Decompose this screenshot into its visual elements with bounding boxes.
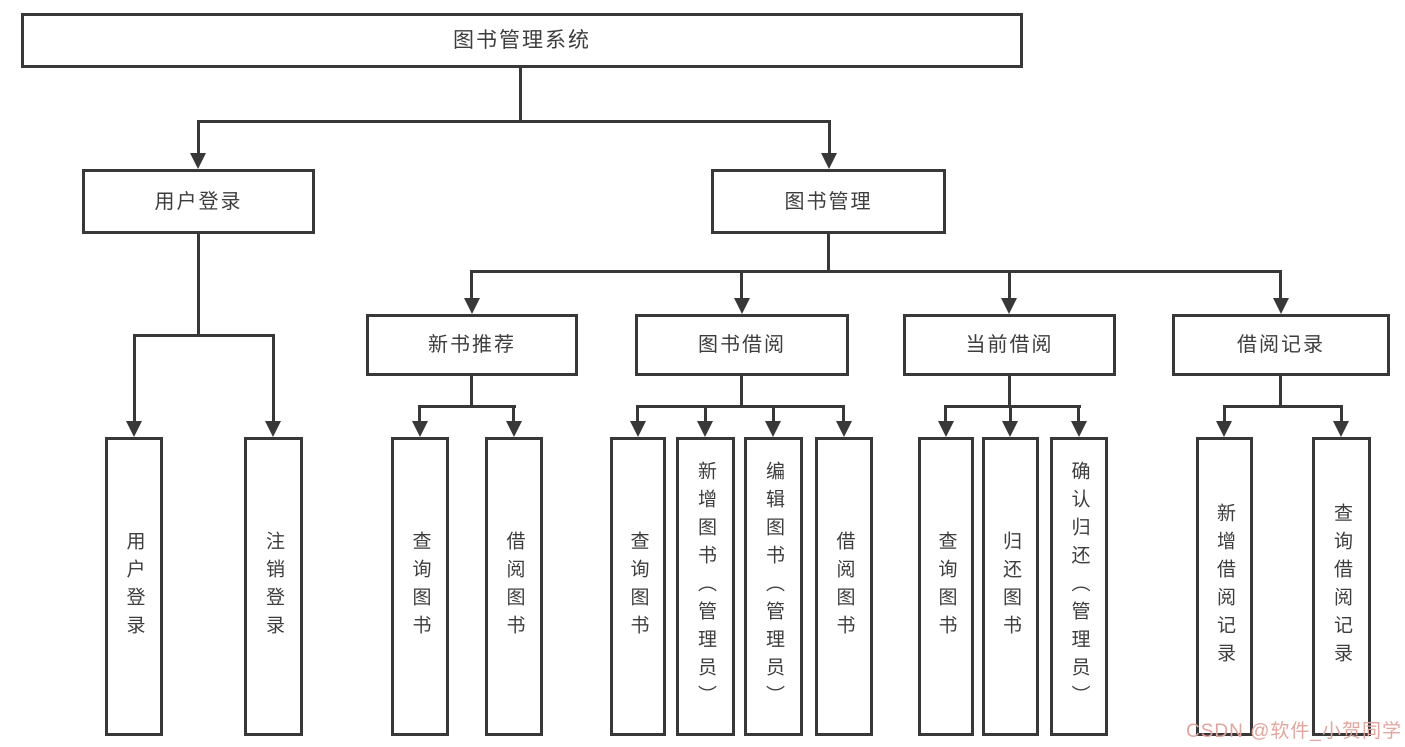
- connector: [272, 334, 275, 424]
- leaf-label: 查询图书: [409, 530, 431, 643]
- arrowhead: [630, 421, 646, 437]
- arrowhead: [506, 421, 522, 437]
- connector: [1223, 405, 1343, 408]
- connector: [1008, 376, 1011, 408]
- leaf-return-book: 归还图书: [982, 437, 1039, 736]
- arrowhead: [765, 421, 781, 437]
- leaf-borrow-book: 借阅图书: [815, 437, 873, 736]
- connector: [512, 405, 515, 424]
- connector: [470, 376, 473, 408]
- leaf-label: 借阅图书: [503, 530, 525, 643]
- leaf-label: 归还图书: [1000, 530, 1021, 643]
- arrowhead: [1002, 421, 1018, 437]
- node-label: 图书借阅: [698, 334, 786, 356]
- connector: [1008, 270, 1011, 300]
- leaf-query-book-recommend: 查询图书: [391, 437, 449, 736]
- node-book-borrow: 图书借阅: [635, 314, 849, 376]
- connector: [828, 120, 831, 154]
- arrowhead: [821, 153, 837, 169]
- csdn-watermark: CSDN @软件_小贺同学: [1186, 721, 1402, 742]
- connector: [1279, 376, 1282, 408]
- arrowhead: [1001, 298, 1017, 314]
- connector: [418, 405, 516, 408]
- connector: [842, 405, 845, 424]
- connector: [470, 270, 473, 300]
- connector: [944, 405, 947, 424]
- connector: [740, 270, 743, 300]
- arrowhead: [836, 421, 852, 437]
- connector: [704, 405, 707, 424]
- leaf-logout: 注销登录: [244, 437, 303, 736]
- node-label: 当前借阅: [965, 334, 1054, 356]
- arrowhead: [1071, 421, 1087, 437]
- connector: [133, 334, 136, 424]
- leaf-label: 查询图书: [935, 530, 957, 643]
- connector: [197, 120, 200, 154]
- leaf-label: 借阅图书: [833, 530, 855, 643]
- arrowhead: [265, 421, 281, 437]
- leaf-label: 新增图书（管理员）: [695, 460, 716, 713]
- node-library-system: 图书管理系统: [21, 13, 1023, 68]
- leaf-borrow-book-recommend: 借阅图书: [485, 437, 543, 736]
- node-new-book-recommend: 新书推荐: [366, 314, 578, 376]
- arrowhead: [190, 153, 206, 169]
- leaf-label: 确认归还（管理员）: [1068, 460, 1090, 713]
- arrowhead: [1273, 298, 1289, 314]
- arrowhead: [464, 298, 480, 314]
- connector: [1279, 270, 1282, 300]
- connector: [133, 334, 274, 337]
- connector: [827, 234, 830, 273]
- arrowhead: [126, 421, 142, 437]
- leaf-user-login: 用户登录: [105, 437, 163, 736]
- leaf-label: 查询借阅记录: [1331, 502, 1352, 671]
- arrowhead: [1216, 421, 1232, 437]
- leaf-confirm-return-admin: 确认归还（管理员）: [1050, 437, 1108, 736]
- connector: [740, 376, 743, 408]
- leaf-edit-book-admin: 编辑图书（管理员）: [744, 437, 803, 736]
- arrowhead: [938, 421, 954, 437]
- node-label: 图书管理系统: [453, 29, 591, 52]
- connector: [636, 405, 639, 424]
- leaf-query-borrow-record: 查询借阅记录: [1312, 437, 1371, 736]
- leaf-label: 用户登录: [123, 530, 145, 643]
- connector: [1223, 405, 1226, 424]
- node-label: 借阅记录: [1237, 334, 1325, 356]
- leaf-add-book-admin: 新增图书（管理员）: [676, 437, 735, 736]
- node-book-management: 图书管理: [711, 169, 946, 234]
- connector: [418, 405, 421, 424]
- node-label: 用户登录: [154, 190, 243, 213]
- connector: [470, 270, 1282, 273]
- connector: [772, 405, 775, 424]
- connector: [197, 234, 200, 337]
- connector: [1009, 405, 1012, 424]
- connector: [636, 405, 845, 408]
- node-user-login: 用户登录: [82, 169, 315, 234]
- node-current-borrow: 当前借阅: [903, 314, 1116, 376]
- connector: [944, 405, 1081, 408]
- leaf-label: 新增借阅记录: [1214, 502, 1235, 671]
- leaf-label: 查询图书: [627, 530, 649, 643]
- connector: [1077, 405, 1080, 424]
- connector: [197, 120, 831, 123]
- arrowhead: [734, 298, 750, 314]
- leaf-query-book-current: 查询图书: [918, 437, 974, 736]
- connector: [519, 68, 522, 122]
- arrowhead: [697, 421, 713, 437]
- node-label: 新书推荐: [428, 334, 516, 356]
- leaf-label: 注销登录: [263, 530, 284, 643]
- node-label: 图书管理: [784, 190, 873, 213]
- leaf-label: 编辑图书（管理员）: [763, 460, 784, 713]
- node-borrow-record: 借阅记录: [1172, 314, 1390, 376]
- leaf-add-borrow-record: 新增借阅记录: [1196, 437, 1253, 736]
- arrowhead: [1333, 421, 1349, 437]
- connector: [1340, 405, 1343, 424]
- leaf-query-book-borrow: 查询图书: [610, 437, 666, 736]
- arrowhead: [412, 421, 428, 437]
